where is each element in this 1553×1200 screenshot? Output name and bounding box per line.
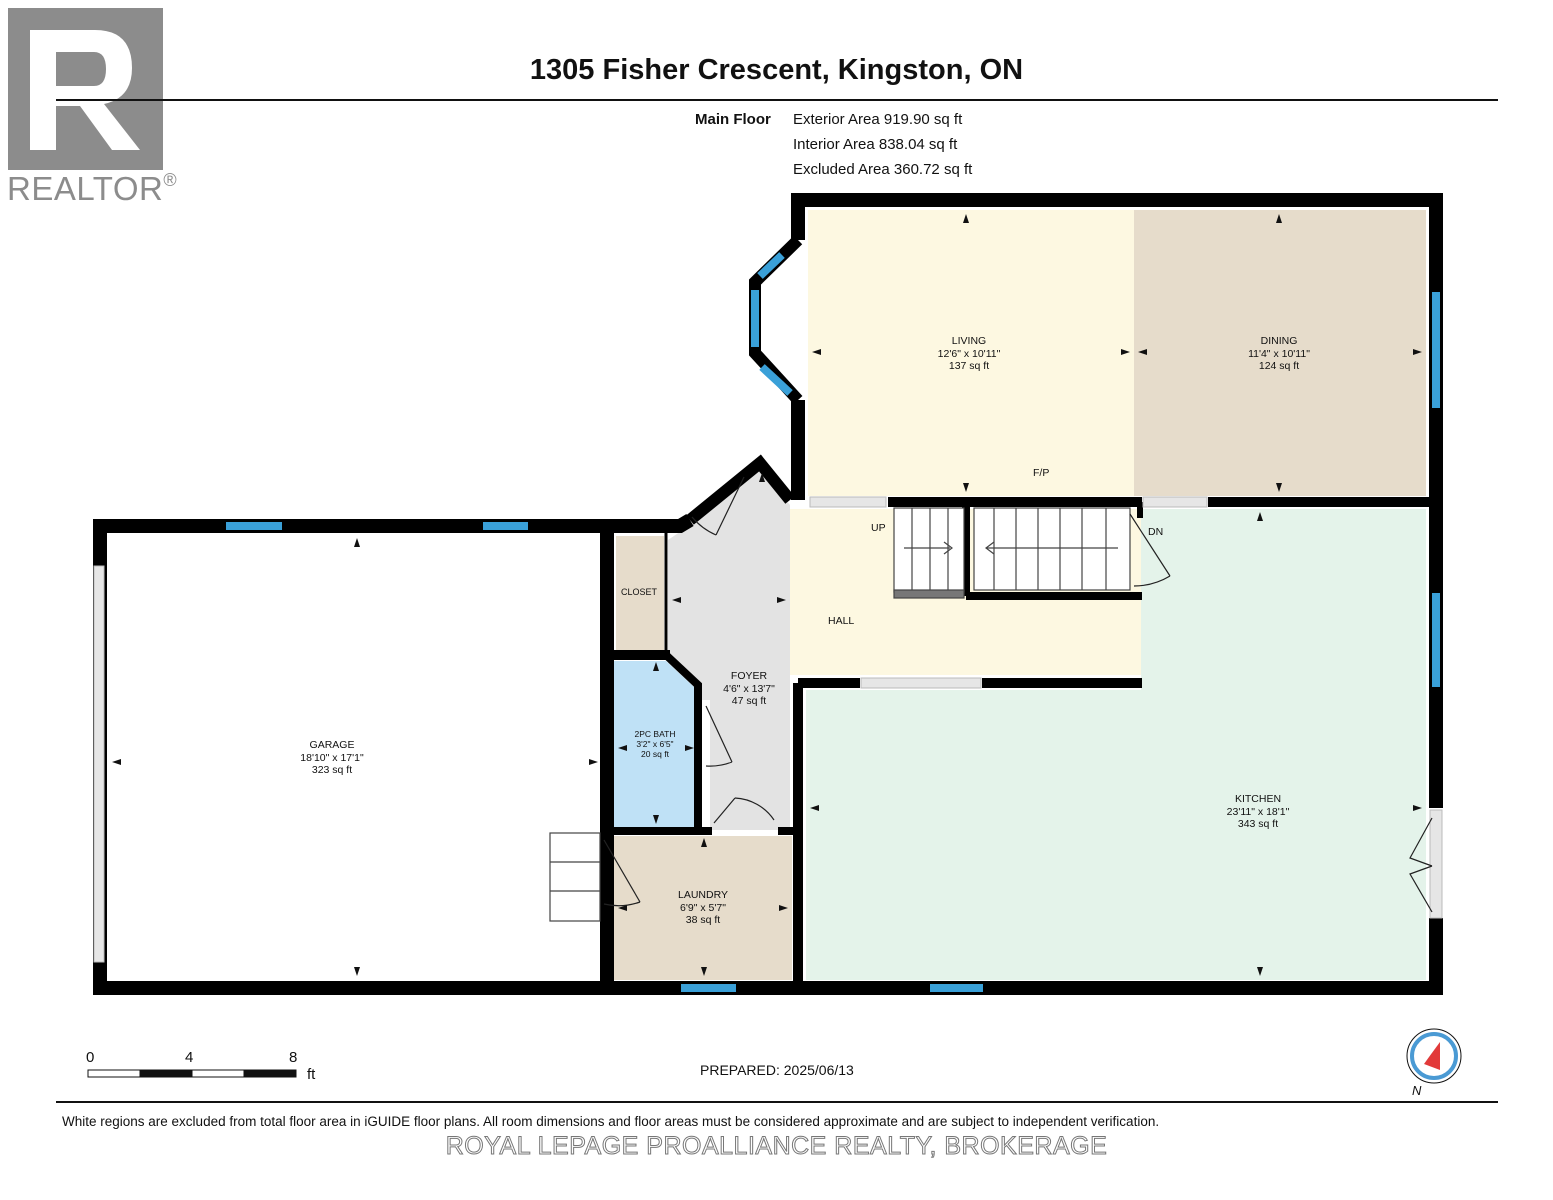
doors: [603, 476, 1433, 913]
dimension-markers: [112, 214, 1422, 976]
registered-mark: ®: [163, 170, 178, 190]
realtor-logo-mark: [8, 8, 163, 170]
room-dims: 6'9" x 5'7": [680, 901, 726, 914]
floor-name: Main Floor: [695, 111, 771, 128]
room-closet: CLOSET: [621, 587, 658, 597]
room-hall: HALL: [828, 615, 855, 627]
foyer-fill: [668, 468, 790, 830]
walls: [93, 193, 1443, 995]
scale-tick-8: 8: [289, 1049, 298, 1066]
room-area: 323 sq ft: [311, 764, 353, 776]
room-name: FOYER: [730, 670, 768, 682]
room-foyer: FOYER 4'6" x 13'7" 47 sq ft: [723, 670, 775, 708]
scale-unit: ft: [307, 1066, 316, 1083]
title-rule: [56, 99, 1498, 101]
scale-tick-4: 4: [185, 1049, 194, 1066]
disclaimer: White regions are excluded from total fl…: [62, 1114, 1160, 1129]
room-dims: 4'6" x 13'7": [723, 682, 775, 695]
room-name: KITCHEN: [1234, 793, 1282, 805]
room-area: 137 sq ft: [948, 360, 990, 372]
room-area: 47 sq ft: [731, 695, 767, 707]
exterior-area: Exterior Area 919.90 sq ft: [793, 111, 963, 128]
room-living: LIVING 12'6" x 10'11" 137 sq ft: [938, 335, 1001, 373]
closet-fill: [616, 536, 664, 650]
room-area: 124 sq ft: [1258, 360, 1300, 372]
bath-fill: [614, 661, 695, 827]
compass-label: N: [1412, 1083, 1422, 1098]
room-laundry: LAUNDRY 6'9" x 5'7" 38 sq ft: [678, 889, 728, 927]
stairs-down-label: DN: [1148, 526, 1164, 538]
scale-bar: [87, 1069, 297, 1078]
brokerage-watermark: ROYAL LEPAGE PROALLIANCE REALTY, BROKERA…: [445, 1132, 1108, 1161]
room-name: 2PC BATH: [634, 729, 676, 739]
room-fills: [614, 210, 1426, 980]
openings: [93, 496, 1443, 963]
page-title: 1305 Fisher Crescent, Kingston, ON: [529, 54, 1024, 86]
room-dims: 12'6" x 10'11": [937, 347, 1001, 360]
room-kitchen: KITCHEN 23'11" x 18'1" 343 sq ft: [1227, 793, 1290, 831]
room-dims: 3'2" x 6'5": [636, 739, 674, 749]
stairs: [549, 507, 1131, 922]
room-area: 20 sq ft: [641, 749, 669, 759]
room-area: 38 sq ft: [685, 914, 721, 926]
excluded-area: Excluded Area 360.72 sq ft: [793, 161, 973, 178]
room-name: GARAGE: [309, 739, 355, 751]
room-dining: DINING 11'4" x 10'11" 124 sq ft: [1248, 335, 1310, 373]
realtor-logo-text: REALTOR: [7, 170, 164, 207]
scale-tick-0: 0: [86, 1049, 95, 1066]
kitchen-fill: [806, 509, 1426, 980]
fireplace-label: F/P: [1033, 467, 1050, 479]
laundry-fill: [614, 836, 792, 980]
room-garage: GARAGE 18'10" x 17'1" 323 sq ft: [300, 739, 363, 777]
dining-fill: [1134, 210, 1426, 496]
stairs-up-label: UP: [871, 522, 886, 534]
windows: [226, 252, 1440, 992]
room-bath: 2PC BATH 3'2" x 6'5" 20 sq ft: [635, 729, 676, 759]
room-dims: 18'10" x 17'1": [300, 751, 364, 764]
room-area: 343 sq ft: [1237, 818, 1279, 830]
interior-area: Interior Area 838.04 sq ft: [793, 136, 958, 153]
room-name: LAUNDRY: [678, 889, 728, 901]
prepared-date: PREPARED: 2025/06/13: [700, 1062, 854, 1078]
room-dims: 11'4" x 10'11": [1248, 347, 1310, 360]
compass-icon: [1406, 1028, 1462, 1084]
room-name: DINING: [1260, 335, 1298, 347]
living-fill: [808, 210, 1134, 496]
room-dims: 23'11" x 18'1": [1226, 805, 1290, 818]
room-name: LIVING: [951, 335, 987, 347]
